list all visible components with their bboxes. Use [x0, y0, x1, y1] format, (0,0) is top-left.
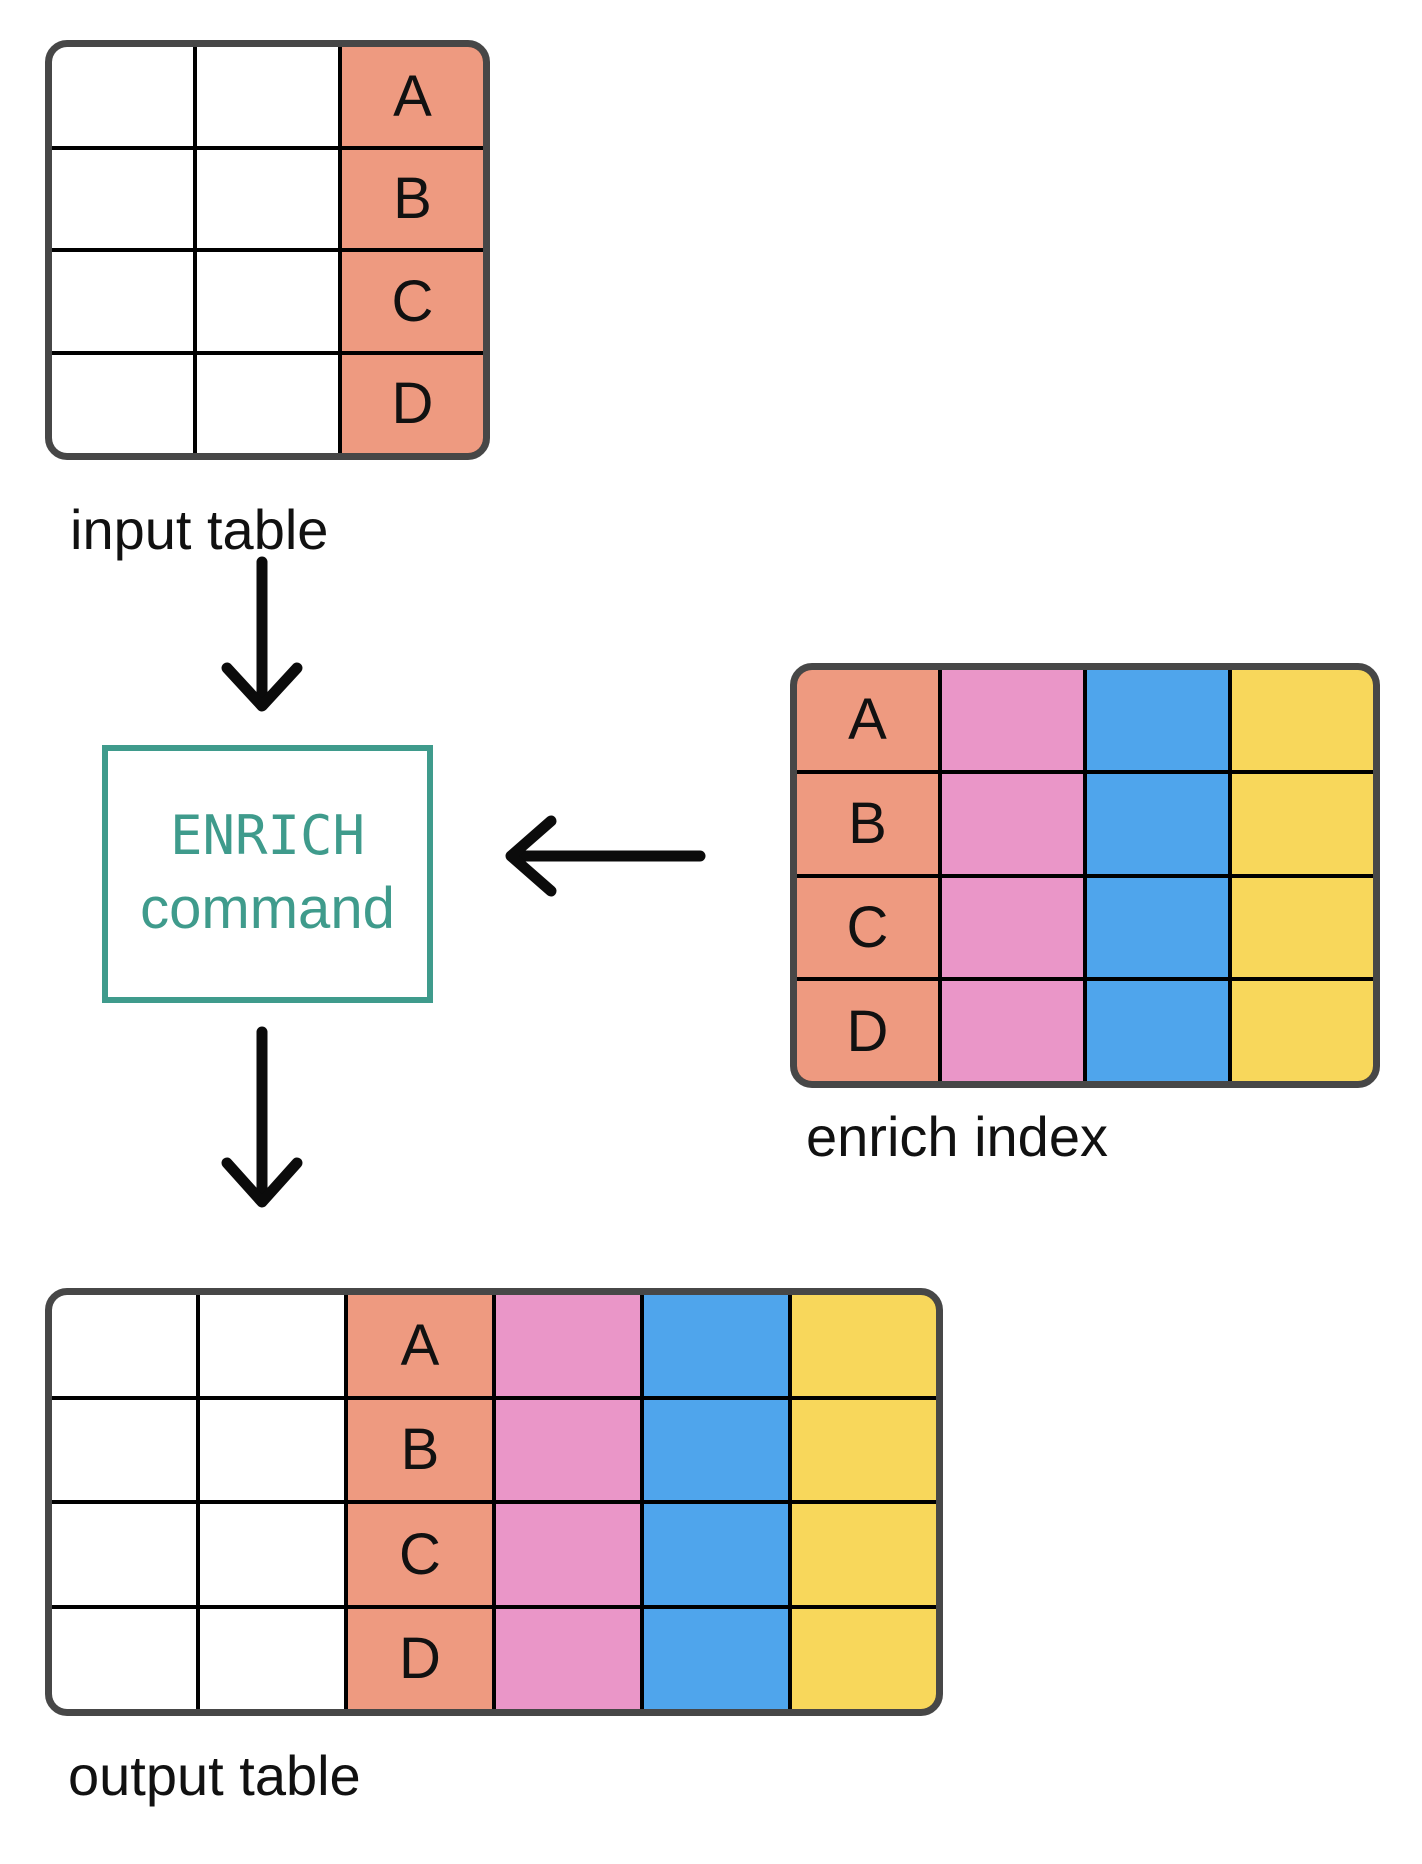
key-cell: B — [342, 149, 483, 248]
table-cell — [496, 1608, 640, 1709]
input-table: A B C D — [45, 40, 490, 460]
enrich-command-word: command — [140, 876, 395, 942]
table-cell — [1087, 773, 1228, 874]
key-cell: B — [797, 773, 938, 874]
table-cell — [496, 1295, 640, 1396]
output-table: A B C D — [45, 1288, 943, 1716]
table-cell — [200, 1608, 344, 1709]
table-cell — [200, 1399, 344, 1500]
table-cell — [1232, 981, 1373, 1081]
table-cell — [644, 1608, 788, 1709]
table-cell — [792, 1608, 936, 1709]
enrich-index-label: enrich index — [806, 1105, 1108, 1168]
key-cell: D — [797, 981, 938, 1081]
table-cell — [942, 981, 1083, 1081]
table-cell — [942, 670, 1083, 770]
table-cell — [197, 354, 338, 453]
table-cell — [1087, 670, 1228, 770]
key-cell: C — [342, 252, 483, 351]
table-cell — [1087, 981, 1228, 1081]
table-cell — [1232, 877, 1373, 978]
table-cell — [1232, 773, 1373, 874]
table-cell — [52, 1608, 196, 1709]
enrich-to-output-arrow — [221, 1026, 303, 1208]
output-table-label: output table — [68, 1744, 361, 1807]
table-cell — [792, 1504, 936, 1605]
enrich-command-name: ENRICH — [169, 804, 366, 868]
table-cell — [52, 252, 193, 351]
table-cell — [197, 252, 338, 351]
key-cell: A — [348, 1295, 492, 1396]
table-cell — [200, 1504, 344, 1605]
enrich-index-table: A B C D — [790, 663, 1380, 1088]
key-cell: C — [797, 877, 938, 978]
table-cell — [1232, 670, 1373, 770]
table-cell — [942, 773, 1083, 874]
key-cell: A — [797, 670, 938, 770]
table-cell — [197, 47, 338, 146]
table-cell — [52, 1504, 196, 1605]
table-cell — [200, 1295, 344, 1396]
table-cell — [496, 1504, 640, 1605]
table-cell — [644, 1295, 788, 1396]
input-table-label: input table — [70, 498, 329, 561]
table-cell — [942, 877, 1083, 978]
table-cell — [52, 354, 193, 453]
key-cell: A — [342, 47, 483, 146]
table-cell — [197, 149, 338, 248]
key-cell: D — [348, 1608, 492, 1709]
table-cell — [52, 149, 193, 248]
key-cell: B — [348, 1399, 492, 1500]
enrich-command-box: ENRICH command — [102, 745, 433, 1003]
table-cell — [52, 1295, 196, 1396]
table-cell — [644, 1504, 788, 1605]
input-to-enrich-arrow — [221, 556, 303, 712]
key-cell: C — [348, 1504, 492, 1605]
table-cell — [52, 1399, 196, 1500]
table-cell — [1087, 877, 1228, 978]
table-cell — [644, 1399, 788, 1500]
table-cell — [792, 1399, 936, 1500]
key-cell: D — [342, 354, 483, 453]
table-cell — [52, 47, 193, 146]
table-cell — [792, 1295, 936, 1396]
index-to-enrich-arrow — [505, 815, 706, 897]
table-cell — [496, 1399, 640, 1500]
